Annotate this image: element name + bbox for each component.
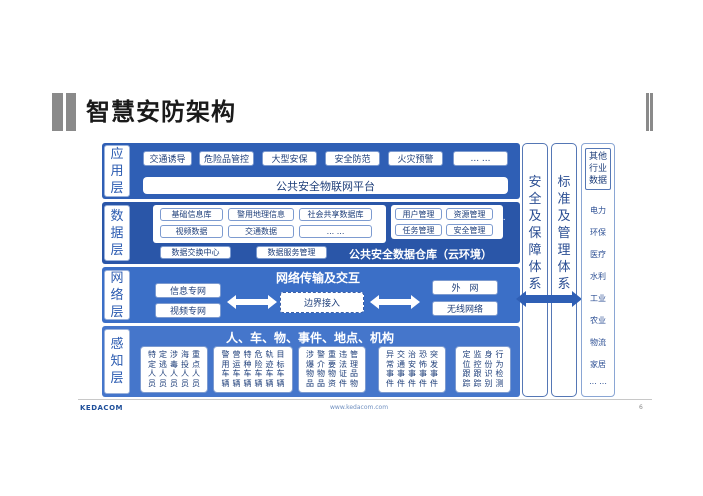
sensing-item: 定逃人员 — [159, 350, 167, 388]
footer-divider — [78, 399, 652, 400]
iot-platform: 公共安全物联网平台 — [143, 177, 508, 194]
industries-column — [581, 143, 615, 397]
data-mgmt-ellipsis: ... — [497, 213, 506, 223]
sensing-item: 轨迹车辆 — [265, 350, 274, 388]
app-item: 危险品管控 — [199, 151, 254, 166]
title-bar-decoration-right — [646, 93, 653, 131]
footer-logo: KEDACOM — [80, 404, 123, 412]
sensing-item: 监控跟踪 — [473, 350, 482, 388]
sensing-item: 交通事件 — [397, 350, 405, 388]
sensing-item: 重点人员 — [192, 350, 200, 388]
sensing-item: 身份识别 — [484, 350, 493, 388]
network-item: 无线网络 — [432, 301, 498, 316]
data-service-mgmt: 数据服务管理 — [256, 246, 327, 259]
sensing-item: 违法证件 — [339, 350, 347, 388]
sensing-item: 目标车辆 — [276, 350, 285, 388]
sensing-item: 特种车辆 — [243, 350, 252, 388]
double-arrow-right — [370, 295, 420, 309]
sensing-group-tracking: 定位跟踪 监控跟踪 身份识别 行为检测 — [455, 346, 511, 393]
sensing-item: 涉爆物品 — [306, 350, 314, 388]
data-item: ... ... — [299, 225, 372, 238]
sensing-item: 海投人员 — [181, 350, 189, 388]
cross-layer-arrow — [516, 291, 582, 307]
sensing-item: 涉毒人员 — [170, 350, 178, 388]
data-item: 交通数据 — [228, 225, 294, 238]
data-mgmt-item: 用户管理 — [395, 208, 442, 220]
industry-item: ... ... — [589, 377, 607, 386]
sensing-item: 定位跟踪 — [462, 350, 471, 388]
security-system-column: 安全及保障体系 — [522, 143, 548, 397]
industry-item: 物流 — [590, 338, 606, 347]
sensing-item: 危险车辆 — [254, 350, 263, 388]
app-layer-label: 应用层 — [104, 145, 130, 197]
sensing-item: 突发事件 — [430, 350, 438, 388]
sensing-group-events: 异常事件 交通事件 治安事件 恐怖事件 突发事件 — [378, 346, 446, 393]
footer-url[interactable]: www.kedacom.com — [330, 404, 389, 411]
data-mgmt-item: 任务管理 — [395, 224, 442, 236]
industry-item: 工业 — [590, 294, 606, 303]
app-item: 交通诱导 — [143, 151, 192, 166]
data-exchange-center: 数据交换中心 — [160, 246, 231, 259]
standards-system-column: 标准及管理体系 — [551, 143, 577, 397]
sensing-item: 异常事件 — [386, 350, 394, 388]
industry-item: 环保 — [590, 228, 606, 237]
network-heading: 网络传输及交互 — [276, 271, 361, 285]
double-arrow-left — [227, 295, 277, 309]
data-item: 视频数据 — [160, 225, 223, 238]
app-item: ... ... — [453, 151, 508, 166]
industry-item: 农业 — [590, 316, 606, 325]
network-item: 外 网 — [432, 280, 498, 295]
page-number: 6 — [639, 404, 643, 411]
page-title: 智慧安防架构 — [86, 98, 236, 126]
sensing-item: 营运车辆 — [232, 350, 241, 388]
app-item: 火灾预警 — [388, 151, 443, 166]
sensing-heading: 人、车、物、事件、地点、机构 — [226, 331, 395, 345]
sensing-item: 重要物资 — [328, 350, 336, 388]
industry-item: 医疗 — [590, 250, 606, 259]
sensing-item: 恐怖事件 — [419, 350, 427, 388]
app-item: 大型安保 — [262, 151, 317, 166]
network-item: 信息专网 — [155, 283, 221, 298]
data-mgmt-item: 安全管理 — [446, 224, 493, 236]
industry-item: 水利 — [590, 272, 606, 281]
data-item: 警用地理信息 — [228, 208, 294, 221]
data-mgmt-item: 资源管理 — [446, 208, 493, 220]
title-bar-decoration — [52, 93, 76, 131]
sensing-item: 行为检测 — [495, 350, 504, 388]
sensing-group-vehicles: 警用车辆 营运车辆 特种车辆 危险车辆 轨迹车辆 目标车辆 — [213, 346, 293, 393]
app-item: 安全防范 — [325, 151, 380, 166]
network-layer-label: 网络层 — [104, 270, 130, 320]
sensing-item: 警介物品 — [317, 350, 325, 388]
industry-item: 家居 — [590, 360, 606, 369]
sensing-layer-label: 感知层 — [104, 329, 130, 394]
sensing-item: 警用车辆 — [221, 350, 230, 388]
industry-item: 电力 — [590, 206, 606, 215]
network-item: 视频专网 — [155, 303, 221, 318]
data-item: 基础信息库 — [160, 208, 223, 221]
sensing-group-people: 特定人员 定逃人员 涉毒人员 海投人员 重点人员 — [140, 346, 208, 393]
data-layer-label: 数据层 — [104, 205, 130, 261]
boundary-access: 边界接入 — [280, 292, 364, 313]
data-warehouse-label: 公共安全数据仓库（云环境） — [349, 248, 492, 261]
sensing-item: 治安事件 — [408, 350, 416, 388]
sensing-item: 管理品物 — [350, 350, 358, 388]
sensing-item: 特定人员 — [148, 350, 156, 388]
sensing-group-objects: 涉爆物品 警介物品 重要物资 违法证件 管理品物 — [298, 346, 366, 393]
data-item: 社会共享数据库 — [299, 208, 372, 221]
industries-header: 其他行业数据 — [585, 148, 611, 190]
